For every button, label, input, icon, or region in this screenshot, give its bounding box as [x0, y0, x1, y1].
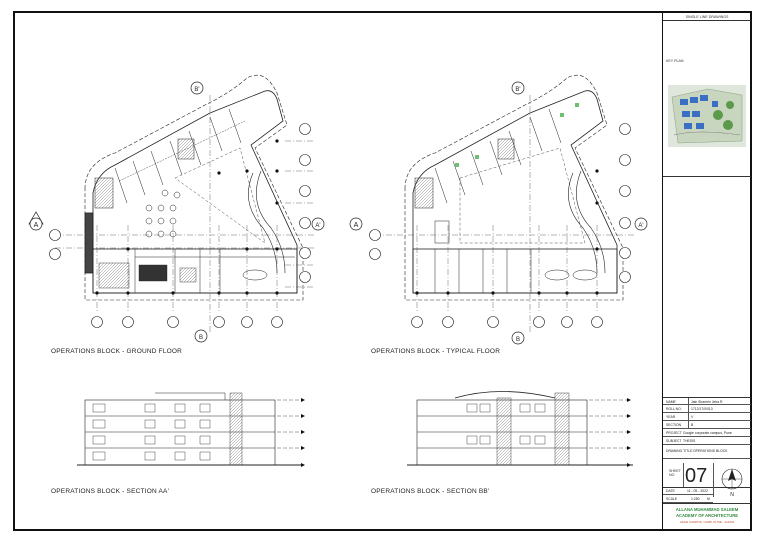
svg-text:B': B': [194, 87, 199, 93]
section-aa-drawing: [77, 392, 305, 467]
info-row-roll: ROLL NO.1712/17/0/013: [663, 405, 751, 413]
section-marker-b-ground: B: [194, 329, 208, 343]
section-marker-b-typical: B: [511, 331, 525, 345]
ground-floor-caption: OPERATIONS BLOCK - GROUND FLOOR: [51, 348, 183, 355]
svg-text:N: N: [730, 492, 734, 497]
svg-text:A': A': [638, 223, 643, 229]
title-block-header: SINGLE LINE DRAWINGS: [663, 13, 751, 21]
svg-text:A': A': [315, 223, 320, 229]
key-plan-image: [668, 85, 746, 147]
drawing-area: A A' B' B: [28, 74, 648, 467]
svg-text:A: A: [354, 222, 359, 229]
section-bb-caption: OPERATIONS BLOCK - SECTION BB': [371, 488, 490, 495]
section-marker-a-typical: A: [349, 217, 363, 231]
north-arrow-icon: N: [721, 468, 743, 497]
academy-name-line1: ALLANA MUHAMMAD SALEEM: [675, 507, 739, 512]
academy-block: ALLANA MUHAMMAD SALEEM ACADEMY OF ARCHIT…: [663, 503, 751, 530]
section-marker-b-prime-ground: B': [190, 81, 204, 95]
section-marker-a-prime-typical: A': [634, 217, 648, 231]
academy-address: AZAM CAMPUS, CAMP, PUNE - 411001: [679, 520, 735, 524]
sheet-no-label: SHEET NO: [669, 469, 681, 477]
title-block-spacer: [663, 177, 751, 397]
ground-floor-plan: [49, 74, 315, 333]
svg-text:B: B: [516, 337, 520, 343]
section-aa-caption: OPERATIONS BLOCK - SECTION AA': [51, 488, 170, 495]
svg-text:B: B: [199, 335, 203, 341]
drawing-sheet: A A' B' B: [13, 11, 752, 531]
typical-floor-plan: [369, 74, 635, 333]
section-marker-a-ground: A: [28, 211, 44, 231]
section-bb-drawing: [407, 391, 633, 467]
sheet-number-box: SHEET NO 07 N: [663, 463, 751, 497]
section-marker-b-prime-typical: B': [511, 81, 525, 95]
title-block: SINGLE LINE DRAWINGS KEY PLAN: [662, 13, 751, 530]
svg-text:A: A: [34, 222, 39, 229]
key-plan-section: KEY PLAN: [663, 21, 751, 177]
typical-floor-caption: OPERATIONS BLOCK - TYPICAL FLOOR: [371, 348, 501, 355]
svg-text:B': B': [515, 87, 520, 93]
sheet-number: 07: [685, 465, 708, 487]
academy-name-line2: ACADEMY OF ARCHITECTURE: [675, 513, 739, 518]
key-plan-label: KEY PLAN: [666, 59, 684, 63]
section-marker-a-prime-ground: A': [311, 217, 325, 231]
